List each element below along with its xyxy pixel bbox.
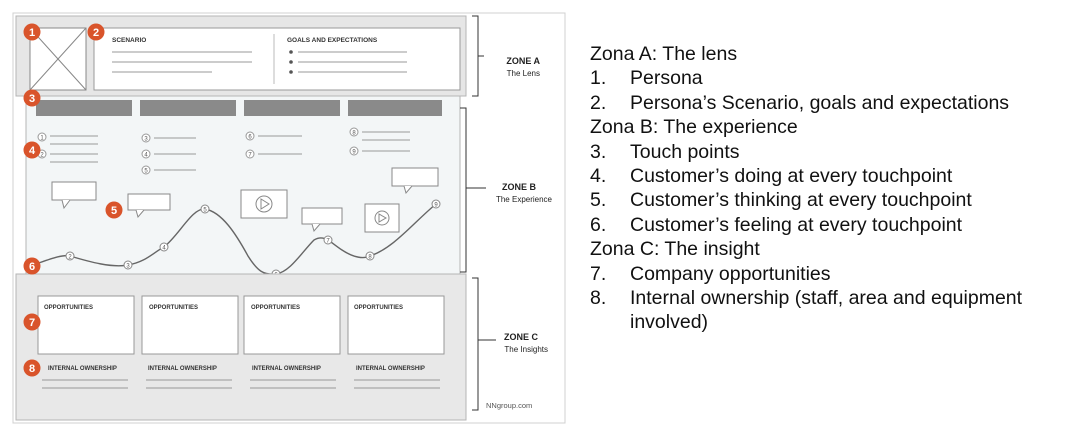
opportunities-label: OPPORTUNITIES bbox=[149, 305, 198, 311]
touchpoint-bar bbox=[140, 100, 236, 116]
step-number: 6 bbox=[248, 135, 252, 141]
step-number: 9 bbox=[434, 203, 438, 209]
zone-b-label: ZONE B bbox=[502, 182, 537, 192]
ownership-label: INTERNAL OWNERSHIP bbox=[148, 366, 217, 372]
goals-title: GOALS AND EXPECTATIONS bbox=[287, 37, 378, 44]
step-number: 5 bbox=[203, 208, 207, 214]
credit: NNgroup.com bbox=[486, 401, 532, 410]
zone-a-heading: Zona A: The lens bbox=[590, 43, 738, 65]
badge-2 bbox=[87, 23, 105, 41]
zone-b-name: The Experience bbox=[496, 195, 553, 204]
badge-number: 4 bbox=[29, 145, 36, 157]
zone-b-heading: Zona B: The experience bbox=[590, 116, 798, 139]
touchpoint-bar bbox=[244, 100, 340, 116]
zone-c-label: ZONE C bbox=[504, 332, 539, 342]
step-number: 7 bbox=[326, 239, 330, 245]
opportunities-label: OPPORTUNITIES bbox=[354, 305, 403, 311]
legend-num: 3. bbox=[590, 140, 607, 163]
badge-6 bbox=[23, 257, 41, 275]
journey-map-diagram: SCENARIO GOALS AND EXPECTATIONS 1 2 3 4 … bbox=[12, 12, 566, 424]
legend-text: Persona’s Scenario, goals and expectatio… bbox=[630, 91, 1010, 114]
step-number: 5 bbox=[144, 169, 148, 175]
zone-b-panel bbox=[25, 95, 461, 275]
badge-5 bbox=[105, 201, 123, 219]
zone-a-label: ZONE A bbox=[506, 56, 540, 66]
step-number: 9 bbox=[352, 150, 356, 156]
legend-num: 7. bbox=[590, 262, 607, 285]
legend-num: 8. bbox=[590, 287, 607, 310]
legend-num: 1. bbox=[590, 67, 607, 90]
step-number: 3 bbox=[126, 264, 130, 270]
badge-3 bbox=[23, 89, 41, 107]
thinking-bubbles bbox=[51, 167, 439, 233]
badge-number: 8 bbox=[29, 363, 35, 375]
emotion-curve bbox=[29, 203, 437, 275]
legend-num: 4. bbox=[590, 165, 607, 188]
legend-text: Internal ownership (staff, area and equi… bbox=[630, 287, 1023, 334]
legend-num: 6. bbox=[590, 213, 607, 236]
legend-text: Touch points bbox=[630, 140, 740, 163]
zone-c-name: The Insights bbox=[504, 345, 548, 354]
badge-number: 2 bbox=[93, 27, 99, 39]
legend-item: 8. Internal ownership (staff, area and eq… bbox=[590, 286, 1070, 335]
doing-lists: 1 2 3 4 5 6 7 8 9 bbox=[37, 127, 410, 175]
opportunities-label: OPPORTUNITIES bbox=[44, 305, 93, 311]
touchpoint-bar bbox=[36, 100, 132, 116]
legend-text: Persona bbox=[630, 67, 703, 90]
ownership-label: INTERNAL OWNERSHIP bbox=[48, 366, 117, 372]
legend: Zona A: The lens 1. Persona 2. Persona’s S… bbox=[590, 42, 1070, 335]
scenario-title: SCENARIO bbox=[112, 37, 146, 44]
badge-number: 3 bbox=[29, 93, 35, 105]
legend-item: 6. Customer’s feeling at every touchpoint bbox=[590, 213, 1070, 237]
opportunity-boxes bbox=[37, 295, 445, 355]
touchpoint-bar bbox=[348, 100, 442, 116]
badge-number: 6 bbox=[29, 261, 35, 273]
legend-item: 3. Touch points bbox=[590, 140, 1070, 164]
video-play-icon bbox=[240, 189, 288, 219]
badge-4 bbox=[23, 141, 41, 159]
step-number: 8 bbox=[352, 131, 356, 137]
badge-number: 7 bbox=[29, 317, 35, 329]
step-number: 4 bbox=[162, 246, 166, 252]
video-play-icon bbox=[364, 203, 400, 233]
legend-item: 7. Company opportunities bbox=[590, 262, 1070, 286]
step-number: 4 bbox=[144, 153, 148, 159]
step-number: 7 bbox=[248, 153, 252, 159]
ownership-label: INTERNAL OWNERSHIP bbox=[252, 366, 321, 372]
zone-c-heading: Zona C: The insight bbox=[590, 238, 760, 261]
opportunities-label: OPPORTUNITIES bbox=[251, 305, 300, 311]
legend-text: Customer’s doing at every touchpoint bbox=[630, 165, 953, 188]
legend-text: Customer’s thinking at every touchpoint bbox=[630, 189, 972, 212]
badge-number: 1 bbox=[29, 27, 35, 39]
badge-7 bbox=[23, 313, 41, 331]
badge-1 bbox=[23, 23, 41, 41]
zone-a-name: The Lens bbox=[507, 69, 540, 78]
legend-text: Customer’s feeling at every touchpoint bbox=[630, 213, 963, 236]
step-number: 3 bbox=[144, 137, 148, 143]
legend-item: 1. Persona bbox=[590, 66, 1070, 90]
legend-item: 4. Customer’s doing at every touchpoint bbox=[590, 164, 1070, 188]
scenario-panel bbox=[93, 27, 461, 91]
step-number: 8 bbox=[368, 255, 372, 261]
legend-text: Company opportunities bbox=[630, 262, 831, 285]
legend-item: 2. Persona’s Scenario, goals and expectat… bbox=[590, 91, 1070, 115]
step-number: 2 bbox=[68, 255, 72, 261]
legend-item: 5. Customer’s thinking at every touchpoin… bbox=[590, 188, 1070, 212]
ownership-label: INTERNAL OWNERSHIP bbox=[356, 366, 425, 372]
badge-8 bbox=[23, 359, 41, 377]
legend-num: 2. bbox=[590, 91, 607, 114]
step-number: 1 bbox=[40, 136, 44, 142]
badge-number: 5 bbox=[111, 205, 117, 217]
legend-num: 5. bbox=[590, 189, 607, 212]
step-number: 2 bbox=[40, 153, 44, 159]
